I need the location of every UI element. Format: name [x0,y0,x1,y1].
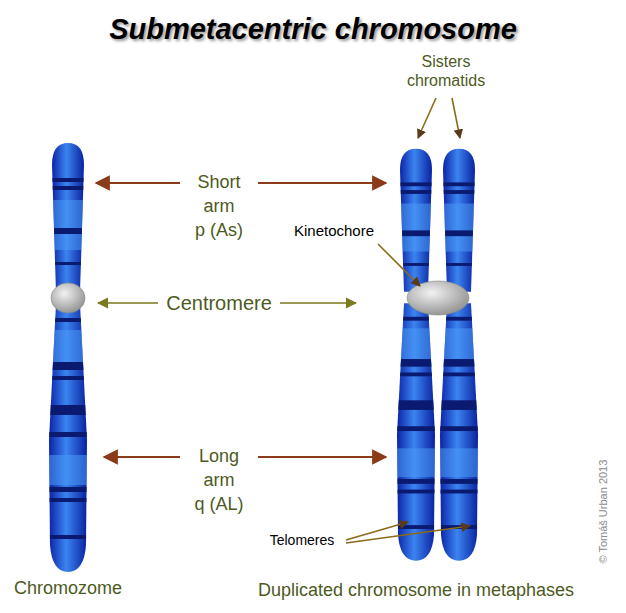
chromatid-label: Sisters chromatids [396,52,496,90]
arm-symbol: p (As) [174,220,264,242]
kinetochore [407,281,469,315]
centromere [51,283,85,313]
copyright-watermark: © Tomáš Urban 2013 [597,427,610,597]
arm-label: Long [174,446,264,468]
duplicated-chromosome [388,149,491,561]
title: Submetacentric chromosome [0,12,626,47]
chromosome [40,143,100,572]
caption-label: Chromozome [3,578,133,600]
arm-label: Short [174,172,264,194]
centromere-label: Centromere [154,291,284,315]
arm-label: arm [174,470,264,492]
telomere-label: Telomeres [260,532,344,549]
kinetochore-label: Kinetochore [286,222,382,240]
arm-label: arm [174,196,264,218]
caption-label: Duplicated chromosome in metaphases [246,580,586,602]
arm-symbol: q (AL) [174,494,264,516]
leader-arrows [96,98,470,543]
